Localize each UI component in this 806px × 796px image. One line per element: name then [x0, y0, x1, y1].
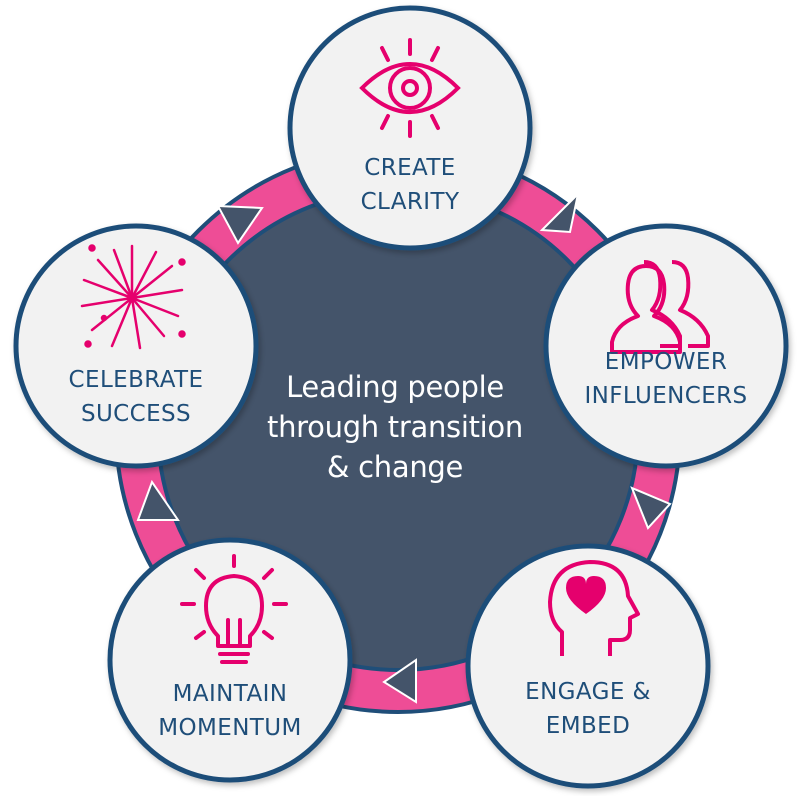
firework-icon [80, 244, 186, 350]
create-clarity-line-2: CLARITY [360, 189, 460, 215]
eye-icon [359, 38, 461, 138]
center-title-line-3: & change [326, 450, 464, 484]
center-title: Leading people through transition & chan… [230, 362, 560, 492]
engage-embed-line-2: EMBED [545, 713, 631, 739]
node-engage-embed [465, 543, 711, 789]
celebrate-success-line-2: SUCCESS [80, 401, 192, 427]
head-heart-icon [548, 560, 640, 656]
maintain-momentum-line-1: MAINTAIN [172, 681, 288, 707]
label-empower-influencers: EMPOWER INFLUENCERS [556, 342, 776, 416]
node-celebrate-success [13, 223, 259, 469]
people-group-icon [610, 260, 710, 354]
maintain-momentum-line-2: MOMENTUM [158, 715, 302, 741]
center-title-line-1: Leading people [286, 370, 504, 404]
empower-influencers-line-2: INFLUENCERS [584, 383, 748, 409]
ring-arrow-3 [630, 486, 672, 530]
label-create-clarity: CREATE CLARITY [300, 148, 520, 222]
create-clarity-line-1: CREATE [364, 155, 456, 181]
empower-influencers-line-1: EMPOWER [604, 349, 728, 375]
ring-arrow-4 [382, 658, 417, 704]
lightbulb-icon [180, 554, 288, 664]
ring-arrow-5 [136, 479, 180, 521]
engage-embed-line-1: ENGAGE & [525, 679, 651, 705]
center-title-line-2: through transition [267, 410, 523, 444]
label-maintain-momentum: MAINTAIN MOMENTUM [120, 674, 340, 748]
label-celebrate-success: CELEBRATE SUCCESS [26, 360, 246, 434]
ring-arrow-2 [539, 190, 580, 234]
celebrate-success-line-1: CELEBRATE [68, 367, 204, 393]
label-engage-embed: ENGAGE & EMBED [478, 672, 698, 746]
ring-arrow-1 [216, 204, 264, 245]
